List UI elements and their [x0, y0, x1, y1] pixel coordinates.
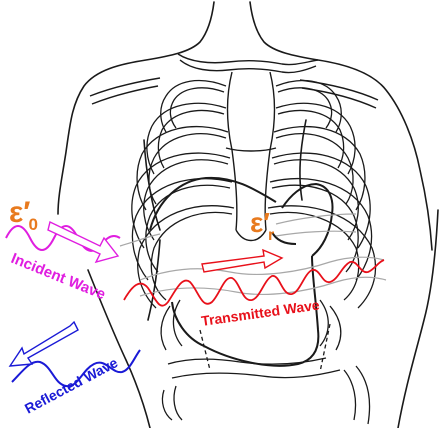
- reflected-arrow: [10, 322, 78, 366]
- svg-text:ε′r: ε′r: [250, 207, 274, 244]
- incident-label: Incident Wave: [9, 250, 108, 303]
- transmitted-label: Transmitted Wave: [200, 296, 321, 328]
- reflected-label: Reflected Wave: [22, 354, 121, 417]
- epsilon-r-label: ε′r: [250, 207, 274, 244]
- incident-arrow: [48, 222, 118, 262]
- transmitted-arrow: [202, 250, 282, 272]
